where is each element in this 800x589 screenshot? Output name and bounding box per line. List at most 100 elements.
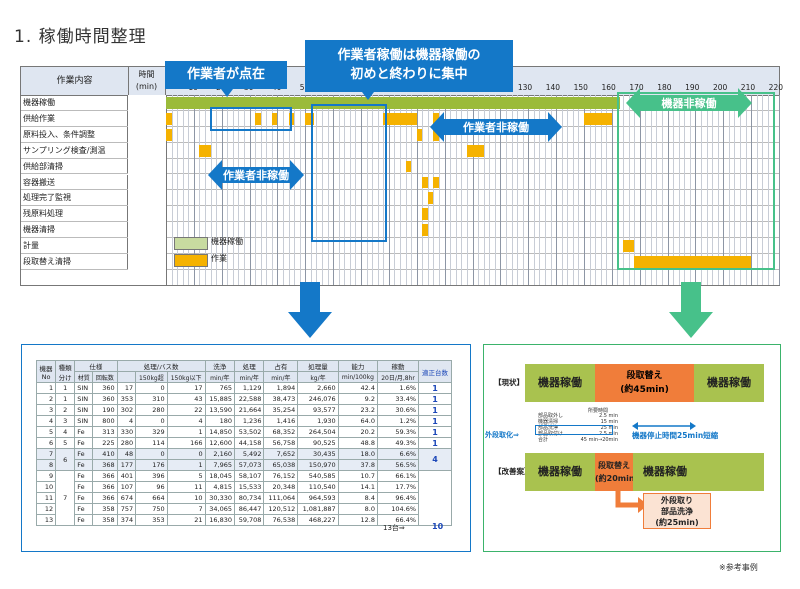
- external-label: 外段取化⇒: [485, 431, 519, 439]
- th-b150u: 150kg超: [135, 371, 168, 383]
- cell-value: 56.5%: [377, 459, 420, 471]
- cell-value: SIN: [74, 393, 94, 405]
- grid-line: [667, 95, 669, 285]
- grid-line: [266, 95, 268, 285]
- th-group: 種類 分け: [55, 360, 76, 383]
- work-bar: [383, 112, 417, 125]
- cell-value: 1,129: [234, 382, 265, 394]
- cell-value: 12.8: [337, 514, 379, 526]
- cell-value: 401: [116, 470, 137, 482]
- cell-proper: 1: [418, 415, 452, 427]
- grid-line: [238, 95, 240, 285]
- cell-value: 34,065: [204, 503, 236, 515]
- cell-value: 76,538: [263, 514, 299, 526]
- grid-line: [745, 95, 747, 285]
- grid-line: [550, 95, 552, 285]
- grid-line: [377, 95, 379, 285]
- total-label: 13台⇒: [383, 524, 405, 532]
- cell-value: 800: [92, 415, 118, 427]
- grid-line: [372, 95, 374, 285]
- gantt-row: 機器清掃: [21, 222, 779, 239]
- work-bar: [634, 256, 752, 268]
- tick-label: 130: [517, 83, 533, 92]
- tick-label: 180: [657, 83, 672, 92]
- grid-line: [355, 95, 357, 285]
- grid-line: [634, 95, 636, 285]
- cell-value: 410: [92, 448, 118, 460]
- grid-line: [717, 95, 719, 285]
- callout-pointer-icon: [362, 92, 374, 100]
- cell-value: 21: [166, 514, 206, 526]
- cell-value: 76,152: [263, 470, 299, 482]
- th-util: 稼動: [377, 360, 420, 372]
- cell-value: 313: [92, 426, 118, 438]
- gantt-header-time: 時間 (min): [128, 67, 166, 95]
- worker-idle-label-2: 作業者非稼働: [463, 121, 529, 134]
- grid-line: [271, 95, 273, 285]
- gantt-row-label: 供給部清掃: [21, 158, 128, 174]
- grid-line: [422, 95, 424, 285]
- grid-line: [322, 95, 324, 285]
- grid-line: [478, 95, 480, 285]
- grid-line: [182, 95, 184, 285]
- cell-value: 150,970: [297, 459, 339, 471]
- footnote: ※参考事例: [719, 563, 758, 572]
- cell-value: 360: [92, 393, 118, 405]
- grid-line: [578, 95, 580, 285]
- legend-machine-swatch: [174, 237, 208, 250]
- work-bar: [422, 208, 428, 221]
- gantt-row: 処理完了監視: [21, 190, 779, 207]
- gantt-row-label: 計量: [21, 238, 128, 253]
- grid-line: [734, 95, 736, 285]
- cell-value: 120,512: [263, 503, 299, 515]
- cell-value: 48.8: [337, 437, 379, 449]
- cell-value: 368: [92, 459, 118, 471]
- grid-line: [394, 95, 396, 285]
- cell-value: 111,064: [263, 492, 299, 504]
- cell-value: 8.4: [337, 492, 379, 504]
- cell-value: 11: [166, 481, 206, 493]
- th-amount: 処理量: [297, 360, 339, 372]
- grid-line: [589, 95, 591, 285]
- cell-value: 104.6%: [377, 503, 420, 515]
- grid-line: [205, 95, 206, 285]
- gantt-row: 容器搬送: [21, 174, 779, 191]
- cell-value: 8.0: [337, 503, 379, 515]
- cell-value: 59,708: [234, 514, 265, 526]
- cell-value: 1,416: [263, 415, 299, 427]
- grid-line: [294, 95, 296, 285]
- th-u-util: 20日/月,8hr: [377, 371, 420, 383]
- gantt-row-label: 処理完了監視: [21, 190, 128, 206]
- cell-value: 246,076: [297, 393, 339, 405]
- grid-line: [327, 95, 329, 285]
- cell-value: 16,830: [204, 514, 236, 526]
- grid-line: [288, 95, 290, 285]
- tick-label: 50: [291, 83, 310, 92]
- machine-run-bar: [166, 97, 621, 109]
- grid-line: [500, 95, 502, 285]
- cell-value: 33.4%: [377, 393, 420, 405]
- grid-line: [299, 95, 301, 285]
- cell-group: 1: [55, 382, 76, 394]
- cell-value: 190: [92, 404, 118, 416]
- callout-concentrated: 作業者稼働は機器稼働の 初めと終わりに集中: [305, 40, 513, 92]
- grid-line: [439, 95, 441, 285]
- grid-line: [767, 95, 769, 285]
- grid-line: [427, 95, 429, 285]
- cell-value: 93,577: [297, 404, 339, 416]
- cell-value: Fe: [74, 437, 94, 449]
- grid-line: [505, 95, 507, 285]
- grid-line: [249, 95, 251, 285]
- cell-value: 1: [166, 426, 206, 438]
- grid-line: [411, 95, 413, 285]
- grid-line: [466, 95, 468, 285]
- current-machine-run-1: 機器稼働: [525, 364, 595, 402]
- cell-value: 757: [116, 503, 137, 515]
- breakdown-step: 部品取外し: [538, 413, 564, 419]
